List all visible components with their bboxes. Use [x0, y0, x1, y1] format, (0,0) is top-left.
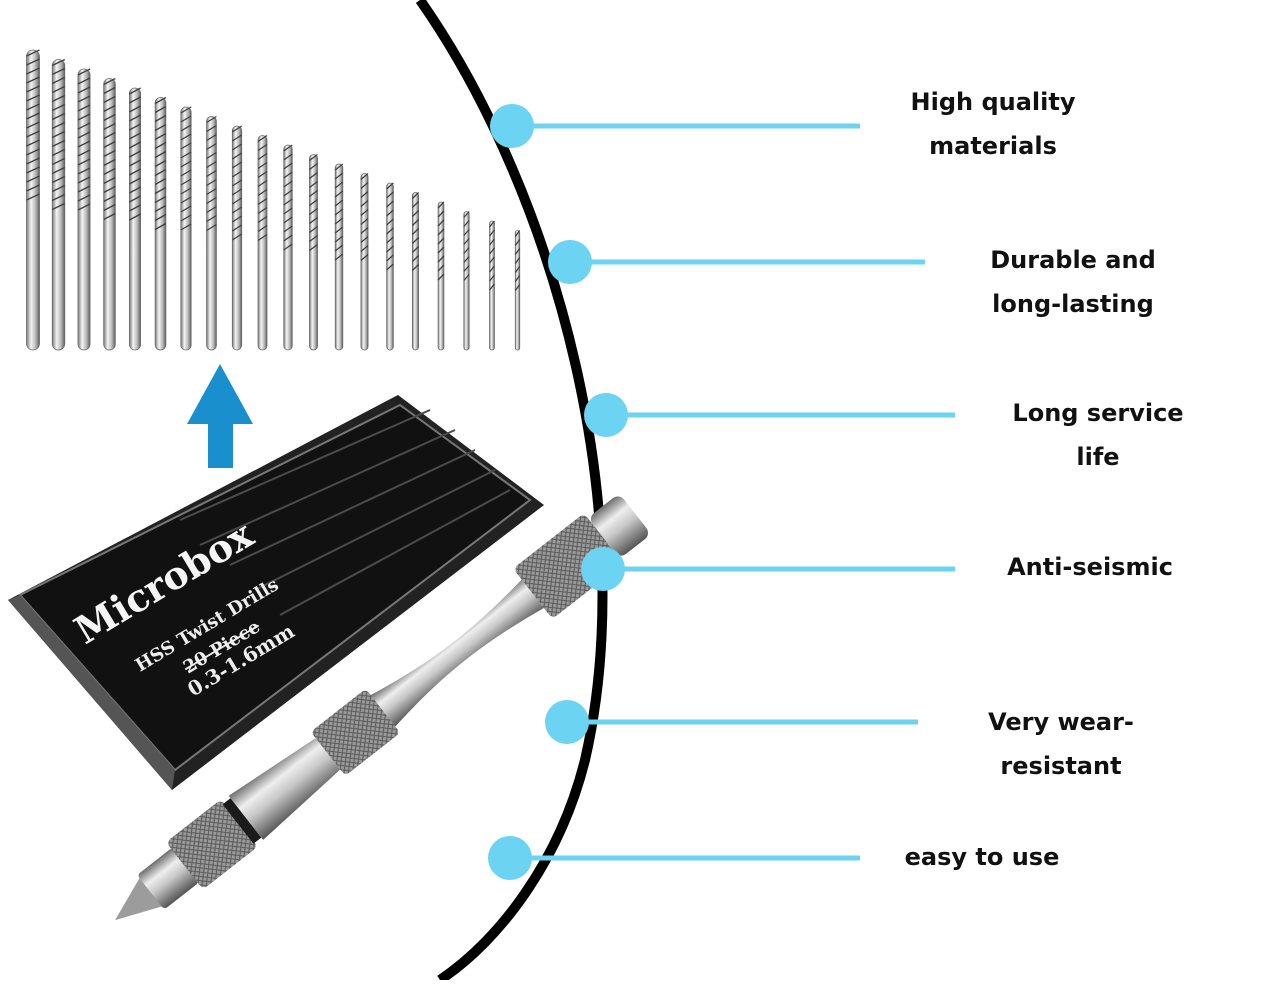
drill-bit — [257, 134, 268, 351]
feature-label: High quality materials — [910, 88, 1076, 160]
dot-icon — [584, 393, 628, 437]
feature-label: Very wear-resistant — [988, 708, 1134, 780]
drill-bit — [489, 220, 495, 351]
arrow-up-icon — [187, 364, 253, 468]
drill-bit — [463, 211, 470, 351]
drill-bit — [309, 153, 318, 351]
dot-icon — [581, 547, 625, 591]
drill-bit — [51, 58, 66, 351]
drill-bit — [334, 163, 344, 351]
drill-bit — [437, 201, 445, 351]
dot-icon — [545, 700, 589, 744]
drill-bit — [128, 87, 141, 351]
drill-bit — [514, 230, 521, 351]
feature-label: Durable and long-lasting — [990, 246, 1156, 318]
drill-box-image: Microbox HSS Twist Drills 20 Piece 0.3-1… — [8, 395, 544, 790]
drill-bit — [103, 77, 116, 351]
feature-label: easy to use — [904, 843, 1060, 871]
feature-label: Long service life — [1012, 399, 1184, 471]
drill-bit — [180, 106, 192, 351]
drill-bit — [386, 182, 394, 351]
feature-connectors — [488, 104, 955, 880]
dot-icon — [490, 104, 534, 148]
drill-bit — [231, 125, 243, 351]
feature-label: Anti-seismic — [1007, 553, 1173, 581]
drill-bit — [206, 115, 217, 351]
drill-bit — [154, 96, 167, 351]
dot-icon — [488, 836, 532, 880]
drill-bit-set-image — [26, 49, 521, 351]
drill-bit — [283, 144, 293, 351]
divider-curve — [415, 0, 608, 984]
pin-vise-image — [115, 496, 648, 921]
drill-bit — [77, 68, 91, 351]
drill-bit — [411, 192, 420, 351]
drill-bit — [360, 173, 369, 351]
dot-icon — [548, 240, 592, 284]
drill-bit — [26, 49, 40, 351]
